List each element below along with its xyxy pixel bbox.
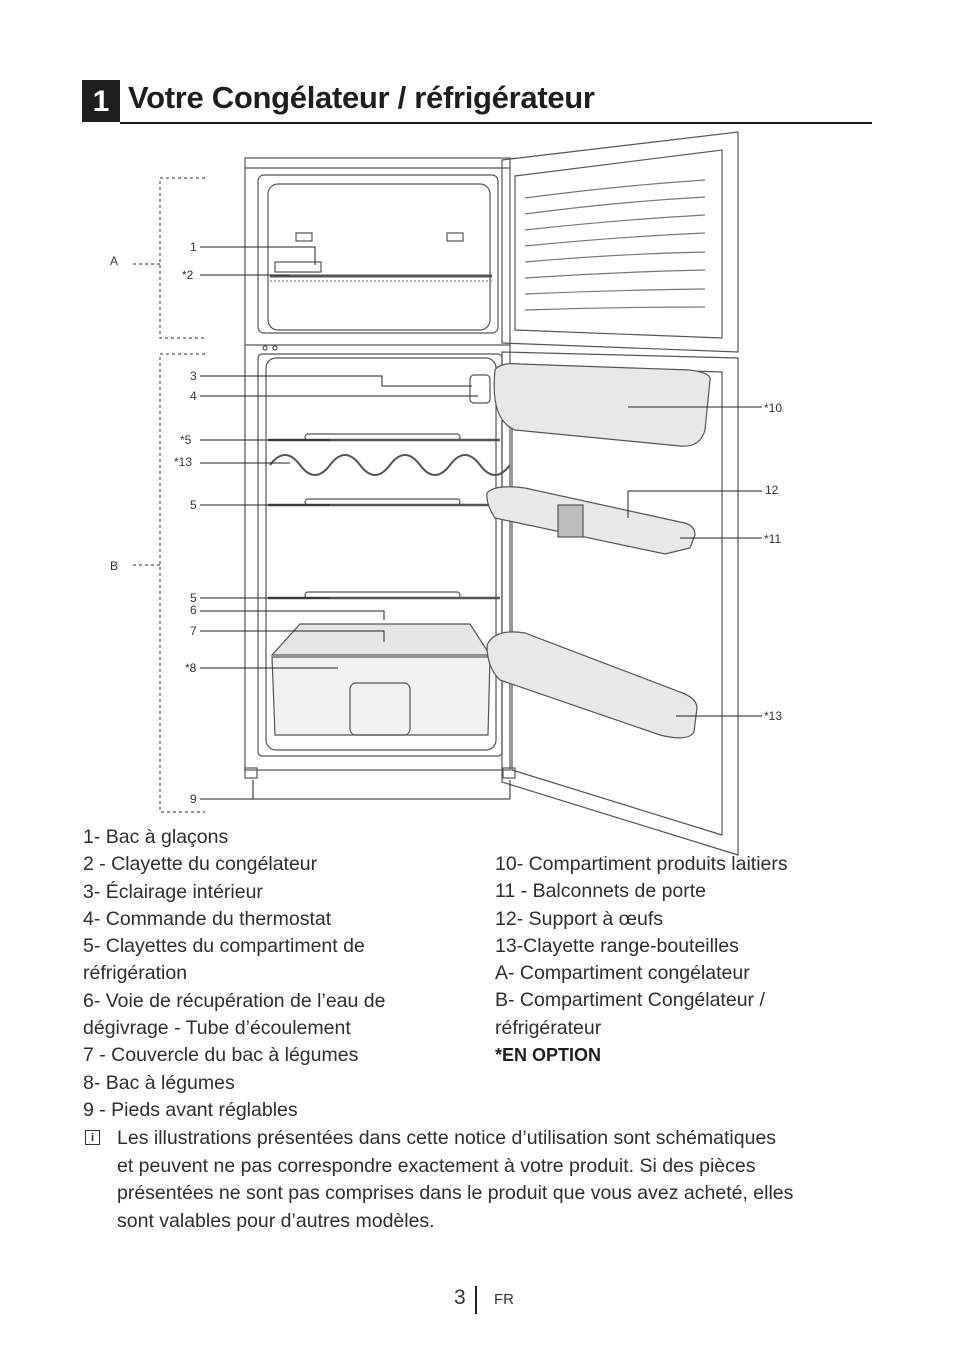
cabinet-outline [244,157,511,771]
callout-5-optional: *5 [180,433,192,447]
bottle-rack [269,454,511,476]
callout-8: *8 [185,661,197,675]
freezer-compartment [257,174,499,334]
egg-holder [557,504,584,538]
crisper-cover [270,623,492,656]
legend-item: 4- Commande du thermostat [83,907,332,930]
callout-5-shelf-b: 5 [190,591,197,605]
callout-4: 4 [190,389,197,403]
zone-a-bracket [159,177,205,339]
thermostat-housing [469,374,491,404]
callout-7: 7 [190,624,197,638]
callout-11: *11 [764,532,781,546]
page-number: 3 [454,1286,466,1309]
door-balcony-lower [486,631,698,739]
callout-6: 6 [190,603,197,617]
callout-1: 1 [190,240,197,254]
front-foot-left [244,767,258,779]
callout-5-shelf-a: 5 [190,498,197,512]
zone-b-label: B [110,559,118,573]
section-number: 1 [82,80,120,122]
legend-item: réfrigérateur [495,1016,602,1039]
crisper-drawer [271,656,491,736]
legend-item: 11 - Balconnets de porte [495,880,707,903]
freezer-door [501,131,739,353]
legend-item: B- Compartiment Congélateur / [495,989,765,1012]
legend-item: 1- Bac à glaçons [83,826,229,848]
callout-13-rack: *13 [174,455,192,469]
legend-item: 6- Voie de récupération de l’eau de [83,989,386,1012]
legend-right-column: 10- Compartiment produits laitiers 11 - … [495,851,835,1069]
front-foot-right [502,767,516,779]
callout-2: *2 [182,268,194,282]
legend-item: A- Compartiment congélateur [495,962,750,985]
page-title: Votre Congélateur / réfrigérateur [128,80,595,115]
ice-tray [274,261,322,273]
legend-item: 8- Bac à légumes [83,1071,235,1094]
legend-item: 13-Clayette range-bouteilles [495,934,739,957]
callout-12: 12 [765,483,779,497]
legend-item: 2 - Clayette du congélateur [83,853,318,876]
legend-item: 3- Éclairage intérieur [83,880,263,903]
legend-item: 7 - Couvercle du bac à légumes [83,1044,359,1067]
legend-left-column: 1- Bac à glaçons 2 - Clayette du congéla… [83,824,483,1124]
callout-3: 3 [190,369,197,383]
optional-label: *EN OPTION [495,1045,602,1066]
footer-divider [475,1286,477,1314]
zone-b-bracket [159,353,205,813]
header-rule [120,122,872,124]
fridge-diagram: 1 *2 3 4 *5 *13 5 5 6 7 *8 9 *10 12 *11 … [110,131,782,856]
page-footer: 3 FR [430,1286,570,1316]
legend-item: 5- Clayettes du compartiment de [83,935,365,958]
callout-13-door: *13 [764,709,782,723]
language-code: FR [494,1291,514,1308]
note-line: présentées ne sont pas comprises dans le… [117,1182,794,1204]
legend-item: dégivrage - Tube d’écoulement [83,1017,351,1040]
note-line: et peuvent ne pas correspondre exactemen… [117,1154,756,1177]
zone-a-label: A [110,254,118,268]
section-header: 1 Votre Congélateur / réfrigérateur [82,78,872,124]
legend-item: 10- Compartiment produits laitiers [495,853,788,875]
dairy-compartment [493,363,711,447]
legend-item: réfrigération [83,962,188,985]
callout-10: *10 [764,401,782,415]
note-line: sont valables pour d’autres modèles. [117,1209,435,1232]
info-icon: i [85,1130,100,1145]
note-block: i Les illustrations présentées dans cett… [83,1125,863,1235]
legend-item: 12- Support à œufs [495,907,663,930]
note-line: Les illustrations présentées dans cette … [117,1127,777,1149]
door-balcony-upper [486,486,696,555]
legend-item: 9 - Pieds avant réglables [83,1098,298,1121]
callout-9: 9 [190,792,197,806]
